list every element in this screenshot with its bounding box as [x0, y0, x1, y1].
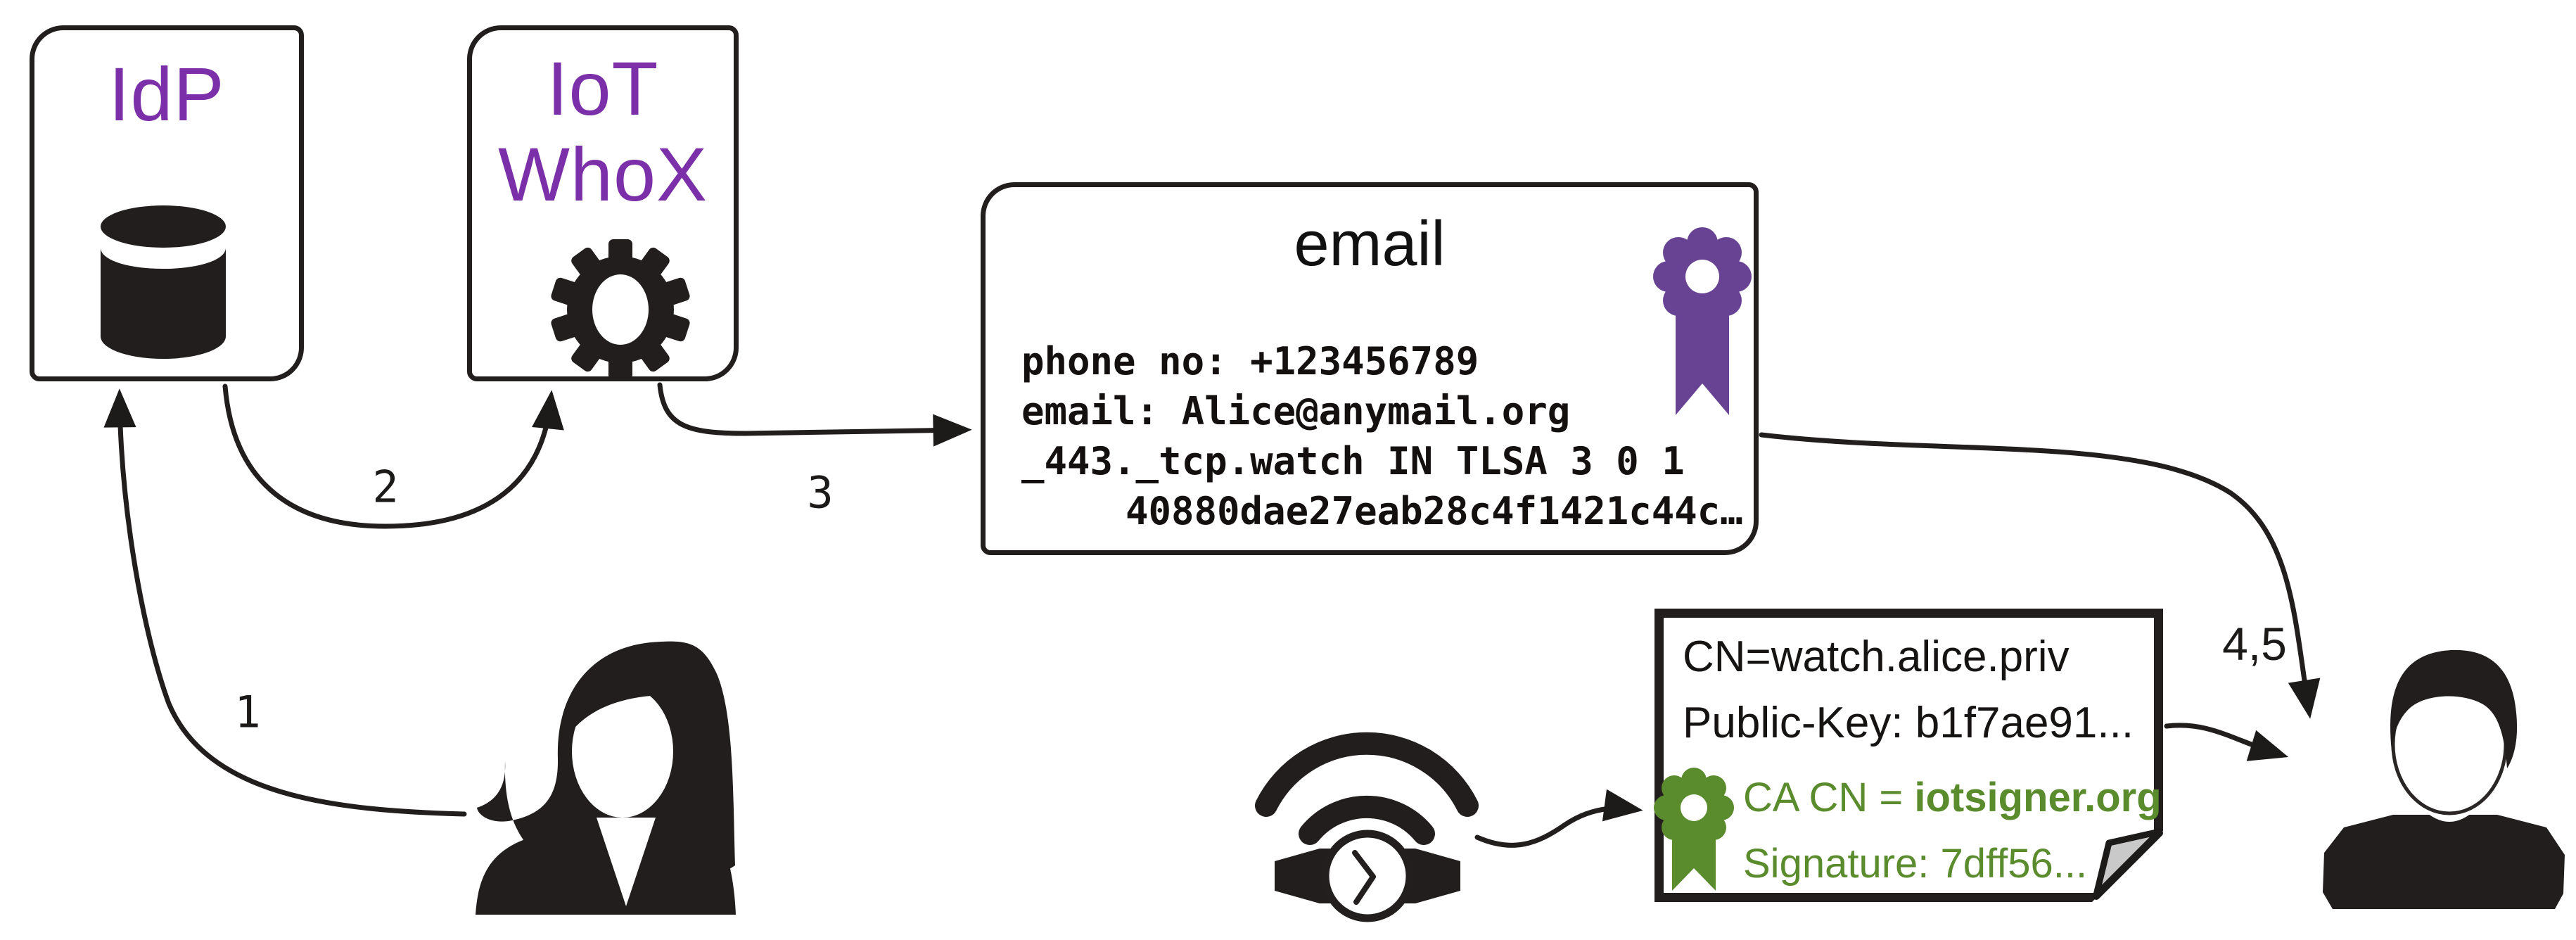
step-label-4-5: 4,5: [2222, 618, 2287, 670]
award-ribbon-icon-purple: [1653, 227, 1752, 415]
arrow-cert-to-bob: [2164, 723, 2289, 761]
database-icon: [101, 205, 226, 359]
gear-icon: [551, 239, 690, 380]
device-cert-cn: CN=watch.alice.priv: [1683, 633, 2070, 681]
arrow-watch-to-cert: [1474, 789, 1643, 848]
woman-avatar: [476, 641, 736, 915]
device-cert-ca-prefix: CA CN =: [1743, 775, 1915, 820]
device-cert-ca-name: iotsigner.org: [1914, 775, 2162, 820]
device-cert-card: [1654, 609, 2163, 902]
device-cert-signature: Signature: 7dff56...: [1743, 841, 2088, 887]
arrow-step-1: [103, 388, 467, 817]
arrow-step-2: [222, 383, 564, 529]
device-cert-ca-line: CA CN = iotsigner.org: [1743, 774, 2162, 821]
wifi-signal-icon: [1255, 732, 1479, 845]
man-avatar: [2323, 649, 2565, 909]
idp-label: IdP: [108, 51, 225, 136]
arrow-step-3: [657, 382, 972, 447]
award-ribbon-icon-green: [1654, 768, 1734, 891]
email-cert-line-phone: phone no: +123456789: [1021, 339, 1479, 383]
step-label-2: 2: [372, 461, 399, 513]
email-cert-line-hash: 40880dae27eab28c4f1421c44c…: [1126, 489, 1743, 533]
device-cert-public-key: Public-Key: b1f7ae91...: [1683, 699, 2134, 747]
email-cert-line-email: email: Alice@anymail.org: [1021, 389, 1571, 433]
step-label-1: 1: [234, 686, 261, 738]
iot-label-line1: IoT: [547, 46, 659, 131]
smartwatch-icon: [1275, 830, 1460, 922]
email-cert-line-tlsa: _443._tcp.watch IN TLSA 3 0 1: [1021, 439, 1685, 483]
iot-label-line2: WhoX: [497, 132, 708, 217]
email-cert-title: email: [1294, 209, 1446, 279]
email-cert-card: [981, 182, 1759, 555]
step-label-3: 3: [807, 466, 834, 519]
arrow-step-4-5: [1759, 432, 2321, 719]
folded-corner: [2091, 819, 2175, 903]
